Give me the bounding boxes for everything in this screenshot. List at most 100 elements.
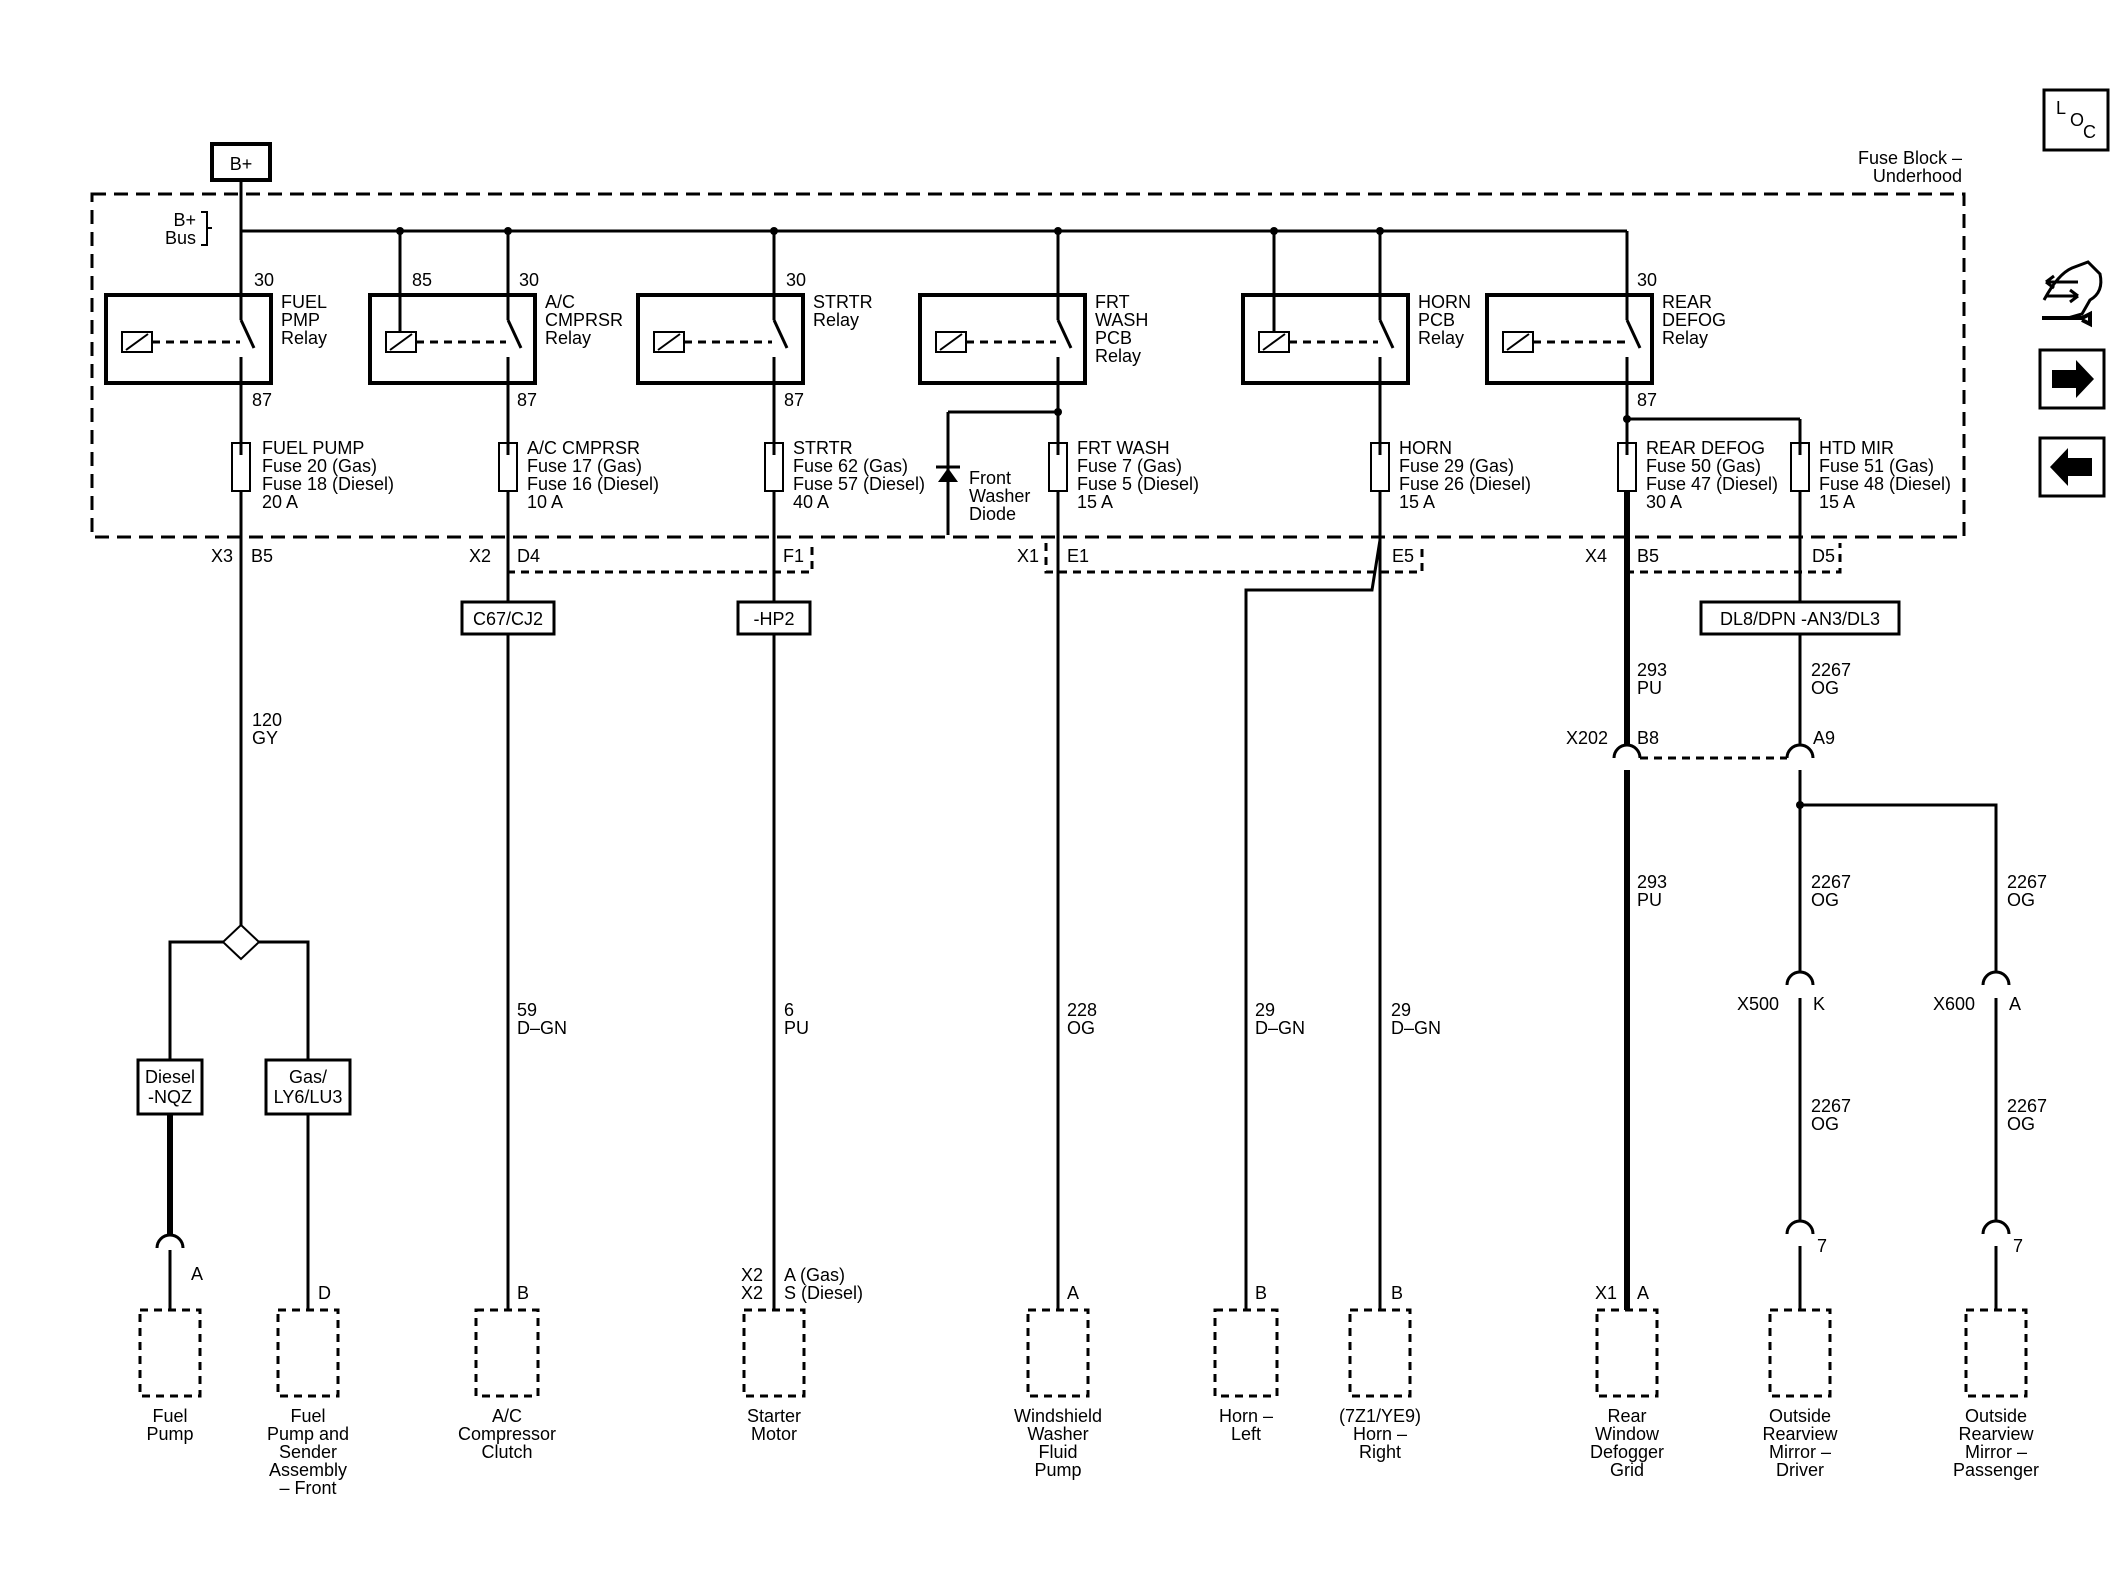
fuse-washer-4: 15 A [1077, 492, 1113, 512]
relay-starter [636, 231, 805, 455]
wire-mir5-num: 2267 [2007, 1096, 2047, 1116]
variant-gas-2: LY6/LU3 [274, 1087, 343, 1107]
relay-ac-name-1: A/C [545, 292, 575, 312]
loc-button[interactable]: L O C [2042, 88, 2110, 152]
term-starter-a: A (Gas) [784, 1265, 845, 1285]
loc-l: L [2056, 98, 2066, 118]
relay-horn-name-1: HORN [1418, 292, 1471, 312]
fuse-washer-2: Fuse 7 (Gas) [1077, 456, 1182, 476]
wire-mir2-color: OG [1811, 890, 1839, 910]
connector-x3: X3 [211, 546, 233, 566]
comp-hornr-3: Right [1359, 1442, 1401, 1462]
option-dl8-label: DL8/DPN -AN3/DL3 [1720, 609, 1880, 629]
next-arrow-icon[interactable] [2038, 348, 2106, 410]
fuse-ac-1: A/C CMPRSR [527, 438, 640, 458]
comp-mir-pass-4: Passenger [1953, 1460, 2039, 1480]
service-info-icon[interactable] [2042, 260, 2103, 328]
relay-defog-name-1: REAR [1662, 292, 1712, 312]
term-starter-x2a: X2 [741, 1265, 763, 1285]
bus-label-1: B+ [173, 210, 196, 230]
connector-x4-b5: B5 [1637, 546, 1659, 566]
wire-mir5-color: OG [2007, 1114, 2035, 1134]
wire-mir4-color: OG [1811, 1114, 1839, 1134]
fuse-ac-4: 10 A [527, 492, 563, 512]
connector-x2: X2 [469, 546, 491, 566]
fuse-symbols [231, 442, 1810, 492]
diode-label-3: Diode [969, 504, 1016, 524]
loc-o: O [2070, 110, 2084, 130]
comp-sender-5: – Front [279, 1478, 336, 1498]
connector-x202-b8: B8 [1637, 728, 1659, 748]
comp-ac-3: Clutch [481, 1442, 532, 1462]
diode-label-2: Washer [969, 486, 1030, 506]
relay-fuel-pump-name-2: PMP [281, 310, 320, 330]
comp-washer-3: Fluid [1038, 1442, 1077, 1462]
connector-x600 [1981, 970, 2011, 986]
fuse-htdmir-4: 15 A [1819, 492, 1855, 512]
comp-mir-driver-3: Mirror – [1769, 1442, 1831, 1462]
fuse-fuel-pump-1: FUEL PUMP [262, 438, 364, 458]
term-defog-x1: X1 [1595, 1283, 1617, 1303]
diode-label-1: Front [969, 468, 1011, 488]
relay-front-washer [918, 231, 1087, 455]
fuse-horn-3: Fuse 26 (Diesel) [1399, 474, 1531, 494]
comp-mir-driver-4: Driver [1776, 1460, 1824, 1480]
connector-x2-d4: D4 [517, 546, 540, 566]
wire-defog2-num: 293 [1637, 872, 1667, 892]
term-pump-a: A [191, 1264, 203, 1284]
relay-fuel-pump-pin-30: 30 [254, 270, 274, 290]
term-wash-a: A [1067, 1283, 1079, 1303]
comp-fuel-pump-2: Pump [146, 1424, 193, 1444]
term-hornl-b: B [1255, 1283, 1267, 1303]
mirror-connectors [1785, 1219, 2011, 1235]
fuse-horn-4: 15 A [1399, 492, 1435, 512]
comp-starter-2: Motor [751, 1424, 797, 1444]
previous-arrow-icon[interactable] [2038, 436, 2106, 498]
variant-diesel-2: -NQZ [148, 1087, 192, 1107]
connector-x202-label: X202 [1566, 728, 1608, 748]
wire-mir3-num: 2267 [2007, 872, 2047, 892]
comp-ac-2: Compressor [458, 1424, 556, 1444]
fuse-defog-3: Fuse 47 (Diesel) [1646, 474, 1778, 494]
connector-x600-a: A [2009, 994, 2021, 1014]
wire-ac-color: D–GN [517, 1018, 567, 1038]
fuse-defog-4: 30 A [1646, 492, 1682, 512]
fuse-starter-3: Fuse 57 (Diesel) [793, 474, 925, 494]
option-dl8-box [1699, 600, 1901, 636]
wire-hornl-color: D–GN [1255, 1018, 1305, 1038]
term-defog-a: A [1637, 1283, 1649, 1303]
wire-strtr-num: 6 [784, 1000, 794, 1020]
fuse-starter-4: 40 A [793, 492, 829, 512]
fuse-ac-2: Fuse 17 (Gas) [527, 456, 642, 476]
wire-hornr-color: D–GN [1391, 1018, 1441, 1038]
relay-defog-pin-87: 87 [1637, 390, 1657, 410]
wire-mir4-num: 2267 [1811, 1096, 1851, 1116]
fuse-starter-2: Fuse 62 (Gas) [793, 456, 908, 476]
fuse-block-title: Fuse Block – [1858, 148, 1962, 168]
relay-defog-name-3: Relay [1662, 328, 1708, 348]
connector-x202-a9: A9 [1813, 728, 1835, 748]
wire-mir1-color: OG [1811, 678, 1839, 698]
relay-starter-pin-87: 87 [784, 390, 804, 410]
relay-starter-name-1: STRTR [813, 292, 873, 312]
relay-horn-name-3: Relay [1418, 328, 1464, 348]
relay-rear-defog [1485, 231, 1802, 455]
comp-hornl-1: Horn – [1219, 1406, 1273, 1426]
wire-mir2-num: 2267 [1811, 872, 1851, 892]
component-boxes [138, 1308, 2028, 1398]
comp-fuel-pump-1: Fuel [152, 1406, 187, 1426]
comp-starter-1: Starter [747, 1406, 801, 1426]
relay-horn-name-2: PCB [1418, 310, 1455, 330]
connector-x500-k: K [1813, 994, 1825, 1014]
wire-ac-num: 59 [517, 1000, 537, 1020]
connector-x4-d5: D5 [1812, 546, 1835, 566]
wire-mir3-color: OG [2007, 890, 2035, 910]
comp-sender-1: Fuel [290, 1406, 325, 1426]
comp-washer-1: Windshield [1014, 1406, 1102, 1426]
term-mir-driver-7: 7 [1817, 1236, 1827, 1256]
fuse-fuel-pump-3: Fuse 18 (Diesel) [262, 474, 394, 494]
wire-fuel-color: GY [252, 728, 278, 748]
fuse-htdmir-3: Fuse 48 (Diesel) [1819, 474, 1951, 494]
connector-x1-e5: E5 [1392, 546, 1414, 566]
